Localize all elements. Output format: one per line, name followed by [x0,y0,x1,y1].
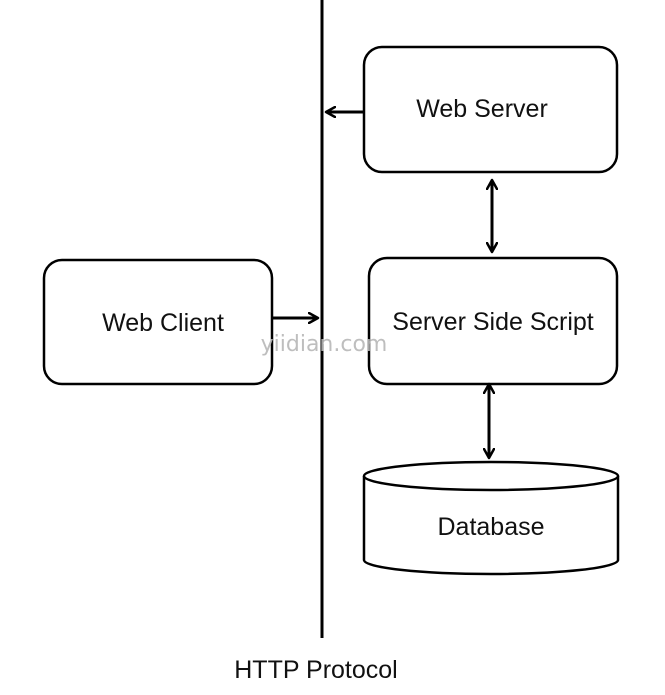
http-protocol-label: HTTP Protocol [234,656,397,684]
server-side-script-label: Server Side Script [392,308,594,336]
database-label: Database [437,513,544,541]
web-server-label: Web Server [416,95,548,123]
watermark-text: yiidian.com [261,332,388,357]
database-node: Database [362,460,620,576]
web-server-node: Web Server [362,45,619,174]
server-side-script-node: Server Side Script [367,256,619,386]
web-client-label: Web Client [102,309,224,337]
web-client-node: Web Client [42,258,274,386]
